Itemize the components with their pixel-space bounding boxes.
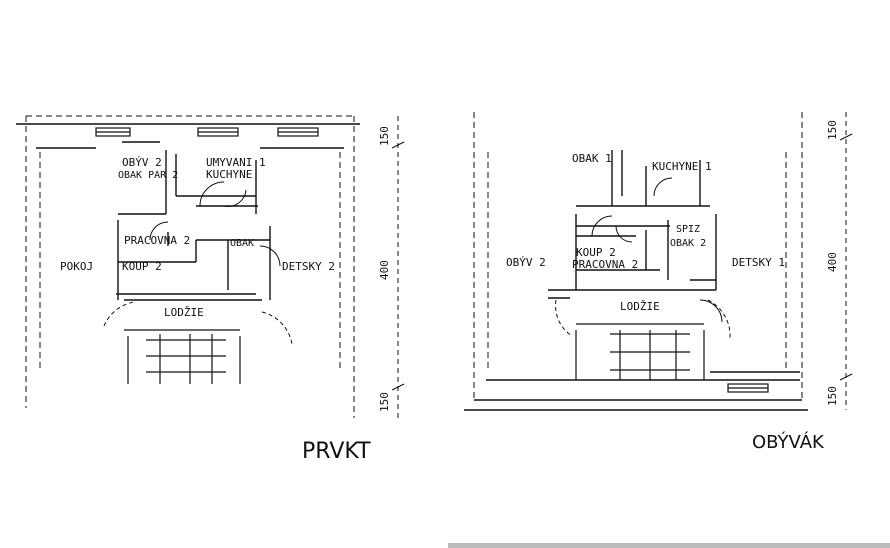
room-label: KOUP 2 [576, 246, 616, 259]
base-wall [464, 371, 808, 411]
room-label: UMYVANI 1 [206, 156, 266, 169]
interior-walls [116, 150, 271, 301]
room-label: POKOJ [60, 260, 93, 273]
room-label: KUCHYNE [206, 168, 252, 181]
dimension-label: 400 [826, 252, 839, 272]
top-wall [16, 123, 360, 149]
dimension-labels: 150 400 150 [378, 126, 391, 412]
room-label: DETSKY 1 [732, 256, 785, 269]
dimension-label: 150 [826, 386, 839, 406]
room-label: OBÝV 2 [122, 156, 162, 169]
room-label: KOUP 2 [122, 260, 162, 273]
room-label: KUCHYNE 1 [652, 160, 712, 173]
room-label: OBAK PAR 2 [118, 170, 178, 181]
footer-hatch [448, 543, 890, 548]
room-label: PRACOVNA 2 [572, 258, 638, 271]
dimension-line [839, 112, 853, 410]
room-label: SPIZ [676, 224, 700, 235]
room-label: OBÝV 2 [506, 256, 546, 269]
dimension-line [391, 116, 405, 418]
room-label: LODŽIE [164, 306, 204, 319]
room-label: OBAK [230, 238, 254, 249]
drawing-title: OBÝVÁK [752, 431, 825, 453]
dimension-label: 400 [378, 260, 391, 280]
room-label: DETSKY 2 [282, 260, 335, 273]
dimension-label: 150 [378, 126, 391, 146]
floor-plan-right: OBAK 1 KUCHYNE 1 KOUP 2 SPIZ PRACOVNA 2 … [464, 112, 853, 453]
room-label: OBAK 2 [670, 238, 706, 249]
room-label: PRACOVNA 2 [124, 234, 190, 247]
door-swing [103, 181, 293, 345]
window-symbol [727, 383, 769, 393]
outer-wall-dashed [473, 112, 803, 400]
interior-walls [548, 150, 717, 299]
drawing-title: PRVKT [302, 439, 371, 464]
dimension-label: 150 [826, 120, 839, 140]
door-swing [555, 177, 731, 339]
room-labels: OBÝV 2 OBAK PAR 2 UMYVANI 1 KUCHYNE PRAC… [60, 156, 335, 319]
room-label: LODŽIE [620, 300, 660, 313]
dimension-label: 150 [378, 392, 391, 412]
floor-plan-left: OBÝV 2 OBAK PAR 2 UMYVANI 1 KUCHYNE PRAC… [16, 115, 405, 464]
loggia [575, 323, 705, 380]
loggia [124, 329, 241, 384]
window-symbol [95, 127, 319, 137]
dimension-labels: 150 400 150 [826, 120, 839, 406]
room-labels: OBAK 1 KUCHYNE 1 KOUP 2 SPIZ PRACOVNA 2 … [506, 152, 785, 313]
room-label: OBAK 1 [572, 152, 612, 165]
outer-wall-dashed [25, 115, 355, 418]
